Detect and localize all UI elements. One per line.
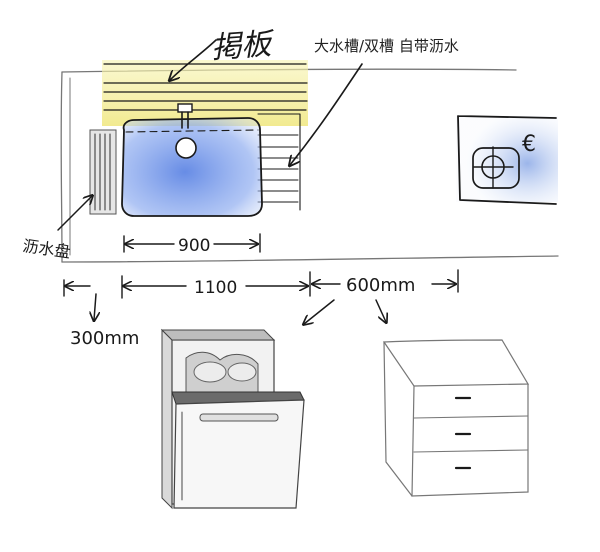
stove-hob [456, 115, 558, 205]
dishwasher-illustration [160, 328, 305, 510]
sink-basin [121, 117, 263, 217]
drain-tray-label: 沥水盘 [21, 236, 71, 261]
flap-board [102, 60, 308, 126]
main-dimension-line [63, 269, 459, 299]
flap-board-label: 掲板 [210, 27, 276, 66]
side-zone-arrow [94, 293, 96, 320]
drawer-cabinet-sketch [382, 339, 530, 497]
faucet-icon [175, 103, 197, 159]
sink-note: 大水槽/双槽 自带沥水 [314, 37, 459, 55]
drain-tray-arrow [57, 196, 92, 231]
drain-tray [89, 129, 117, 215]
sink-width-dimension [123, 233, 261, 253]
drawer-zone-label: 600mm [346, 275, 415, 296]
side-zone-label: 300mm [70, 328, 139, 349]
sink-width-label: 900 [178, 236, 210, 256]
drawer-cabinet-arrow [375, 299, 386, 322]
dishwasher-zone-label: 1100 [194, 278, 237, 298]
dishwasher-arrow [304, 299, 335, 324]
stove-symbol-icon: € [522, 132, 536, 157]
flap-board-arrow [170, 39, 217, 80]
drain-board [257, 113, 301, 211]
sink-note-arrow [290, 63, 363, 165]
